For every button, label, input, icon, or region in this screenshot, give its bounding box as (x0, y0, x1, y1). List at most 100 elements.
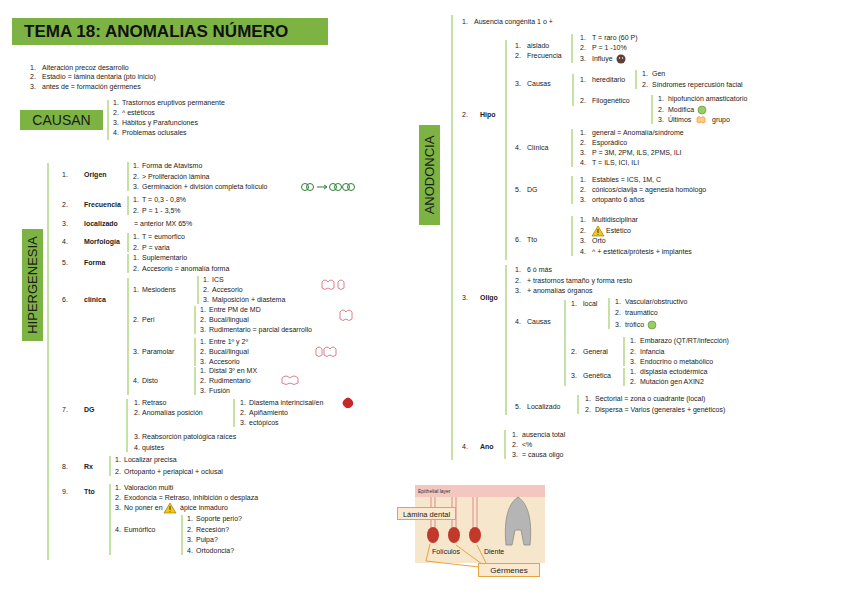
note-text: 3. (200, 325, 206, 335)
note-text: 2. (113, 108, 119, 118)
label-box: Lámina dental (397, 507, 456, 520)
note-text: 1. (512, 430, 518, 440)
note-text: local (583, 299, 597, 309)
note-text: 3. (658, 115, 664, 125)
note-text: = anterior MX 65% (134, 219, 192, 229)
note-text: ectópicos (249, 418, 279, 428)
box-text: CAUSAN (32, 112, 90, 128)
section-heading: Hipo (480, 110, 496, 120)
note-text: Epithelial layer (418, 488, 451, 494)
note-text: ápice inmaduro (180, 503, 228, 513)
note-text: Estables = ICS, 1M, C (592, 175, 661, 185)
bracket-line (195, 306, 196, 334)
note-text: 3. (113, 118, 119, 128)
note-text: 4. (515, 143, 521, 153)
note-text: 1. (630, 336, 636, 346)
bracket-line (234, 399, 235, 427)
bracket-line (48, 163, 49, 560)
section-heading: Frecuencia (84, 200, 121, 210)
note-text: Genética (583, 371, 611, 381)
note-text: Retraso (142, 398, 167, 408)
note-text: 2. (133, 206, 139, 216)
box-text: HIPERGENESIA (25, 236, 40, 334)
note-text: 3. (133, 182, 139, 192)
note-text: 2. (62, 200, 68, 210)
note-text: 1. (240, 398, 246, 408)
note-text: 2. (134, 408, 140, 418)
note-text: Folículos (432, 547, 460, 557)
note-text: T = eumorfico (142, 232, 185, 242)
note-text: 1. (30, 63, 36, 73)
note-text: hereditario (592, 75, 625, 85)
note-text: 3. (512, 450, 518, 460)
note-text: No poner en (124, 503, 163, 513)
note-text: 2. (200, 315, 206, 325)
section-heading: Oligo (480, 293, 498, 303)
note-text: Recesión? (196, 525, 229, 535)
note-text: 3. (115, 503, 121, 513)
note-text: Sectorial = zona o cuadrante (local) (595, 394, 705, 404)
note-text: Frecuencia (527, 51, 562, 61)
note-text: 1. (615, 297, 621, 307)
section-heading: Forma (84, 258, 105, 268)
note-text: Dispersa = Varios (generales + genéticos… (595, 405, 725, 415)
note-text: 1. (585, 394, 591, 404)
note-text: 9. (62, 487, 68, 497)
note-text: 2. (462, 110, 468, 120)
note-text: 1. (462, 17, 468, 27)
note-text: 3. (580, 54, 586, 64)
section-band: ANODONCIA (419, 125, 440, 225)
note-text: + trastornos tamaño y forma resto (527, 276, 632, 286)
note-text: 3. (200, 357, 206, 367)
note-text: Causas (527, 317, 551, 327)
note-text: Apiñamiento (249, 408, 288, 418)
note-text: 3. (580, 195, 586, 205)
bracket-line (195, 338, 196, 366)
note-text: Bucal/lingual (209, 315, 249, 325)
note-text: Forma de Atavismo (142, 161, 202, 171)
bracket-line (128, 278, 129, 395)
note-text: Filogenético (592, 96, 630, 106)
note-text: Soporte perio? (196, 514, 242, 524)
note-text: 3. (187, 535, 193, 545)
section-heading: Ano (480, 442, 494, 452)
note-text: Distal 3º en MX (209, 366, 257, 376)
bracket-line (573, 74, 574, 106)
note-text: 1. (515, 265, 521, 275)
note-text: Infancia (640, 347, 665, 357)
note-text: 2. (580, 138, 586, 148)
bracket-line (110, 484, 111, 555)
note-text: Ortodoncia? (196, 546, 234, 556)
section-heading: Origen (84, 170, 107, 180)
note-text: 4. (580, 158, 586, 168)
note-text: Influye (592, 54, 613, 64)
tissue-ground (415, 485, 545, 563)
note-text: 1. (571, 299, 577, 309)
note-text: P = varia (142, 243, 170, 253)
virus-icon (698, 106, 706, 114)
note-text: > Proliferación lámina (142, 172, 210, 182)
note-text: cónicos/clavija = agenesia homólogo (592, 185, 706, 195)
note-text: <% (522, 440, 532, 450)
note-text: Vascular/obstructivo (625, 297, 688, 307)
note-text: Fusión (209, 386, 230, 396)
note-text: 2. (615, 308, 621, 318)
note-text: 3. (30, 82, 36, 92)
note-text: Síndromes repercusión facial (652, 80, 743, 90)
bracket-lines (48, 15, 652, 560)
bracket-line (578, 395, 579, 414)
note-text: Estadío = lámina dentaria (pto inicio) (42, 72, 156, 82)
note-text: 1. (642, 69, 648, 79)
note-text: Ausencia congénita 1 o + (474, 17, 553, 27)
note-text: 6. (62, 295, 68, 305)
note-text: Eumórfico (124, 525, 156, 535)
note-text: 2. (580, 185, 586, 195)
bracket-line (128, 196, 129, 215)
virus-icon (648, 321, 656, 329)
note-text: 8. (62, 462, 68, 472)
note-text: Estético (606, 226, 631, 236)
note-text: 2. (133, 172, 139, 182)
bracket-line (506, 40, 507, 260)
note-text: 1. (200, 337, 206, 347)
note-text: P = 1 - 3,5% (142, 206, 181, 216)
